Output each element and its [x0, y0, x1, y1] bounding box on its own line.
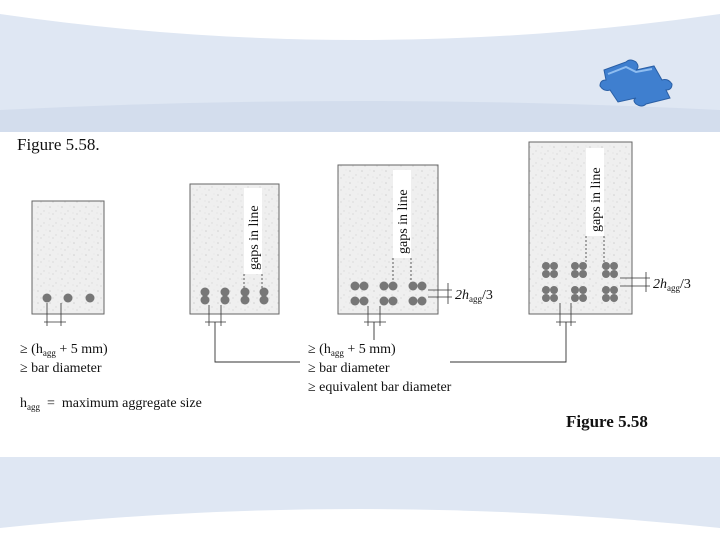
- gaps-label-4: gaps in line: [589, 167, 604, 232]
- bar: [571, 270, 579, 278]
- bar: [408, 296, 418, 306]
- bar: [571, 294, 579, 302]
- bar: [602, 294, 610, 302]
- svg-text:≥ (hagg + 5 mm): ≥ (hagg + 5 mm): [308, 342, 396, 358]
- beam-1: [31, 200, 105, 326]
- bar: [579, 294, 587, 302]
- bar: [379, 281, 389, 291]
- bar: [602, 262, 610, 270]
- bar: [350, 281, 360, 291]
- bar: [350, 296, 360, 306]
- bar: [359, 296, 369, 306]
- bar: [610, 270, 618, 278]
- bar: [63, 293, 73, 303]
- bar: [579, 262, 587, 270]
- bar: [542, 270, 550, 278]
- bar: [85, 293, 95, 303]
- bar: [200, 287, 210, 297]
- caption-bottom: Figure 5.58: [566, 412, 648, 431]
- svg-text:≥ bar diameter: ≥ bar diameter: [308, 361, 390, 376]
- bar: [610, 294, 618, 302]
- bar: [579, 286, 587, 294]
- bar: [602, 286, 610, 294]
- bar: [220, 287, 230, 297]
- bar: [417, 296, 427, 306]
- bar: [550, 262, 558, 270]
- bar: [220, 295, 230, 305]
- beam-4: gaps in line 2hagg/3: [528, 141, 691, 326]
- svg-text:≥ (hagg + 5 mm): ≥ (hagg + 5 mm): [20, 342, 108, 358]
- bar: [408, 281, 418, 291]
- bar: [571, 286, 579, 294]
- bar: [542, 286, 550, 294]
- bar: [379, 296, 389, 306]
- bar: [417, 281, 427, 291]
- bottom-banner-curve: [0, 509, 720, 540]
- bar: [550, 286, 558, 294]
- beam-3: gaps in line 2hagg/3: [337, 164, 493, 326]
- bar: [388, 281, 398, 291]
- bar: [550, 270, 558, 278]
- bar: [571, 262, 579, 270]
- hagg-fraction-4: 2hagg/3: [653, 277, 691, 293]
- caption-top: Figure 5.58.: [17, 135, 100, 154]
- top-banner-curve: [0, 0, 720, 40]
- bar: [240, 287, 250, 297]
- bar: [542, 294, 550, 302]
- bar: [610, 286, 618, 294]
- svg-text:≥ bar diameter: ≥ bar diameter: [20, 361, 102, 376]
- gaps-label-2: gaps in line: [247, 205, 262, 270]
- gaps-label-3: gaps in line: [396, 189, 411, 254]
- bar: [359, 281, 369, 291]
- rules-mid: ≥ (hagg + 5 mm) ≥ bar diameter ≥ equival…: [308, 342, 452, 395]
- hagg-fraction-3: 2hagg/3: [455, 288, 493, 304]
- bar: [200, 295, 210, 305]
- puzzle-piece-icon: [599, 59, 673, 107]
- legend-hagg: hagg = maximum aggregate size: [20, 396, 202, 412]
- rules-left: ≥ (hagg + 5 mm) ≥ bar diameter: [20, 342, 108, 376]
- bar: [240, 295, 250, 305]
- bar: [388, 296, 398, 306]
- svg-text:≥ equivalent bar diameter: ≥ equivalent bar diameter: [308, 380, 452, 395]
- bar: [579, 270, 587, 278]
- bar: [602, 270, 610, 278]
- top-banner-highlight: [0, 101, 720, 132]
- bar: [610, 262, 618, 270]
- connector-lines: [214, 322, 567, 363]
- beam-2: gaps in line: [189, 183, 280, 326]
- bar: [542, 262, 550, 270]
- bar: [550, 294, 558, 302]
- bar: [259, 295, 269, 305]
- bar: [42, 293, 52, 303]
- bar: [259, 287, 269, 297]
